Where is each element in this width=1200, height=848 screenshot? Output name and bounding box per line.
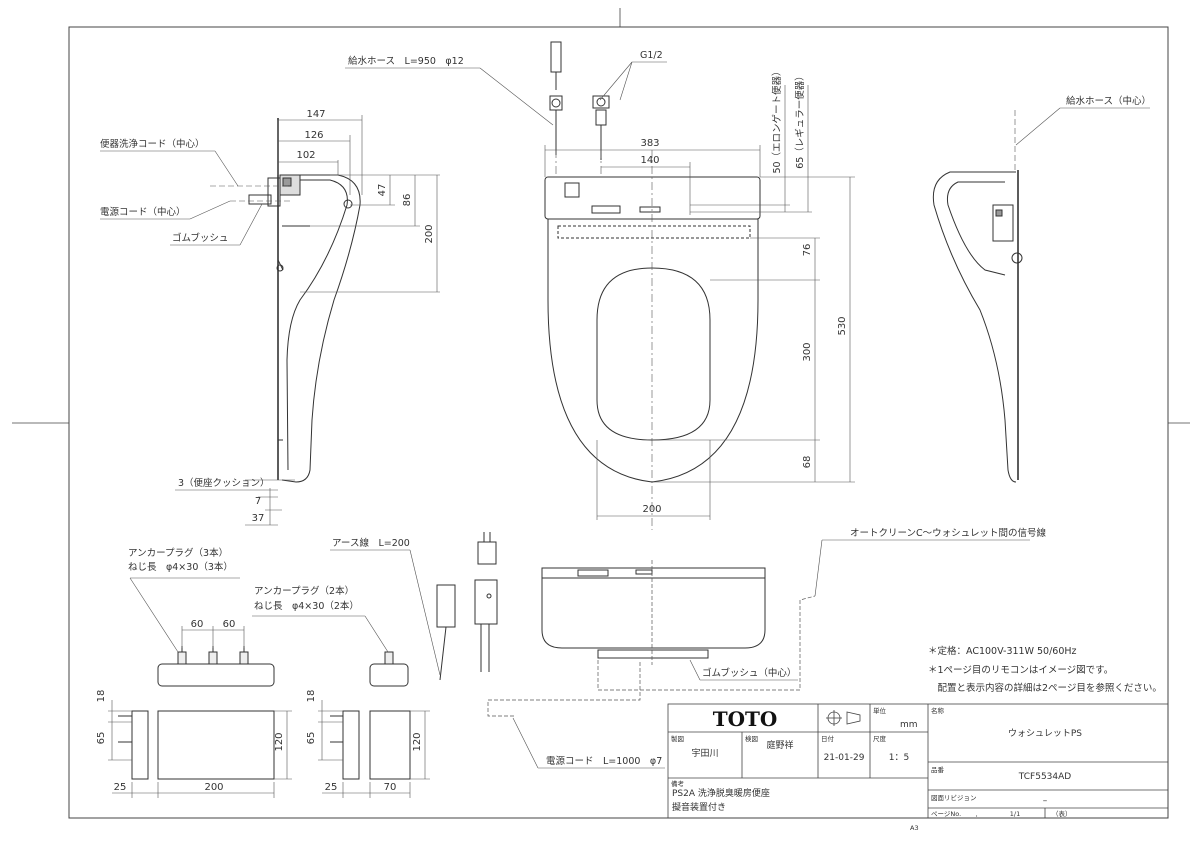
dim-102: 102 [296, 150, 315, 161]
label-earth: アース線 L=200 [332, 537, 410, 549]
dim-65b: 65 [306, 732, 317, 745]
label-bowl-wash-cord: 便器洗浄コード（中心） [100, 138, 205, 150]
dim-18b: 18 [306, 690, 317, 703]
front-view [544, 41, 761, 483]
tb-remark-2: 擬音装置付き [672, 801, 726, 813]
tb-page-label: ページNo. [931, 810, 961, 818]
label-elongate: 50（エロンゲート便器） [771, 66, 783, 173]
tb-drafter: 宇田川 [691, 747, 718, 759]
anchor-dim-lines [129, 577, 389, 653]
dim-140: 140 [640, 155, 659, 166]
drawing-frame [12, 8, 1190, 819]
tb-checker-label: 検図 [745, 734, 758, 743]
label-supply-hose: 給水ホース L=950 φ12 [348, 55, 464, 67]
tb-name-label: 名称 [931, 706, 945, 715]
dim-37: 37 [252, 513, 265, 524]
note-rating: ＊定格：AC100V-311W 50/60Hz [928, 645, 1077, 657]
front-leader-lines [345, 61, 667, 126]
anchor-plug-3 [157, 646, 275, 687]
tb-remark-1: PS2A 洗浄脱臭暖房便座 [672, 787, 770, 799]
toto-logo: TOTO [713, 707, 778, 731]
power-plug [436, 532, 498, 681]
power-leader-lines [330, 549, 665, 769]
side-view-centerlines [210, 185, 292, 202]
dim-126: 126 [304, 130, 323, 141]
dim-47: 47 [377, 184, 388, 197]
dim-200-bottom: 200 [642, 504, 661, 515]
side-dim-lines [245, 115, 440, 526]
tb-checker: 庭野祥 [766, 739, 793, 751]
tb-name: ウォシュレットPS [1008, 728, 1082, 739]
label-rubber-bush: ゴムブッシュ [172, 232, 228, 244]
tb-part: TCF5534AD [1018, 772, 1071, 782]
dim-86: 86 [402, 194, 413, 207]
label-rubber-bush-center: ゴムブッシュ（中心） [702, 667, 796, 679]
tb-sheet: A3 [910, 824, 919, 832]
tb-scale-label: 尺度 [873, 734, 887, 743]
tb-page-value: ． [975, 810, 982, 818]
label-regular: 65（レギュラー便器） [794, 71, 806, 169]
dim-18a: 18 [96, 690, 107, 703]
label-g12: G1/2 [640, 50, 663, 61]
tb-date: 21-01-29 [824, 753, 865, 763]
front-dim-lines [544, 85, 855, 520]
dim-70: 70 [384, 782, 397, 793]
label-anchor2-a: アンカープラグ（2本） [254, 585, 354, 597]
remote-bracket-views [118, 710, 411, 780]
tb-page: 1/1 [1010, 810, 1020, 818]
dim-383: 383 [640, 138, 659, 149]
tb-page-extra: （表） [1052, 809, 1072, 818]
side-view [248, 118, 361, 483]
tb-revision: – [1043, 796, 1048, 806]
label-anchor3-a: アンカープラグ（3本） [128, 547, 228, 559]
tb-revision-label: 図面リビジョン [931, 793, 977, 802]
tb-unit-label: 単位 [873, 706, 887, 715]
rear-view [541, 567, 766, 659]
dim-200-side: 200 [424, 224, 435, 243]
label-anchor3-b: ねじ長 φ4×30（3本） [128, 561, 233, 573]
note-refer-page2: 配置と表示内容の詳細は2ページ目を参照ください。 [928, 682, 1162, 694]
rear-dashed-routes [487, 560, 816, 717]
label-anchor2-b: ねじ長 φ4×30（2本） [254, 600, 359, 612]
tb-part-label: 品番 [931, 766, 945, 774]
side-leader-lines [100, 150, 278, 491]
note-remote-image: ＊1ページ目のリモコンはイメージ図です。 [928, 665, 1113, 676]
dim-7: 7 [255, 496, 261, 507]
dim-530: 530 [837, 316, 848, 335]
dim-200-rc: 200 [204, 782, 223, 793]
dim-25b: 25 [325, 782, 338, 793]
dim-60b: 60 [223, 619, 236, 630]
dim-76: 76 [802, 244, 813, 257]
front-view-centerline [555, 150, 653, 530]
label-power-cord-len: 電源コード L=1000 φ7 [546, 756, 662, 767]
dim-68: 68 [802, 456, 813, 469]
anchor-plug-2 [369, 651, 409, 687]
label-supply-hose-center: 給水ホース（中心） [1066, 95, 1151, 107]
right-leader-lines [1015, 107, 1150, 146]
dim-147: 147 [306, 109, 325, 120]
label-auto-clean: オートクリーンC～ウォシュレット間の信号線 [850, 527, 1046, 539]
rear-leader-lines [689, 539, 1030, 681]
dim-60a: 60 [191, 619, 204, 630]
tb-remarks-label: 備考 [671, 779, 685, 788]
label-cushion: 3（便座クッション） [178, 477, 270, 489]
right-side-view [932, 170, 1023, 483]
dim-25a: 25 [114, 782, 127, 793]
tb-scale: 1：5 [889, 753, 909, 763]
tb-unit: mm [900, 720, 918, 730]
tb-date-label: 日付 [821, 734, 835, 743]
label-power-cord-center: 電源コード（中心） [100, 206, 186, 218]
bracket-dim-lines [108, 700, 430, 798]
dim-120a: 120 [274, 732, 285, 751]
dim-300: 300 [802, 342, 813, 361]
dim-120b: 120 [412, 732, 423, 751]
tb-drafter-label: 製図 [671, 734, 684, 743]
dim-65a: 65 [96, 732, 107, 745]
title-block [667, 703, 1169, 819]
